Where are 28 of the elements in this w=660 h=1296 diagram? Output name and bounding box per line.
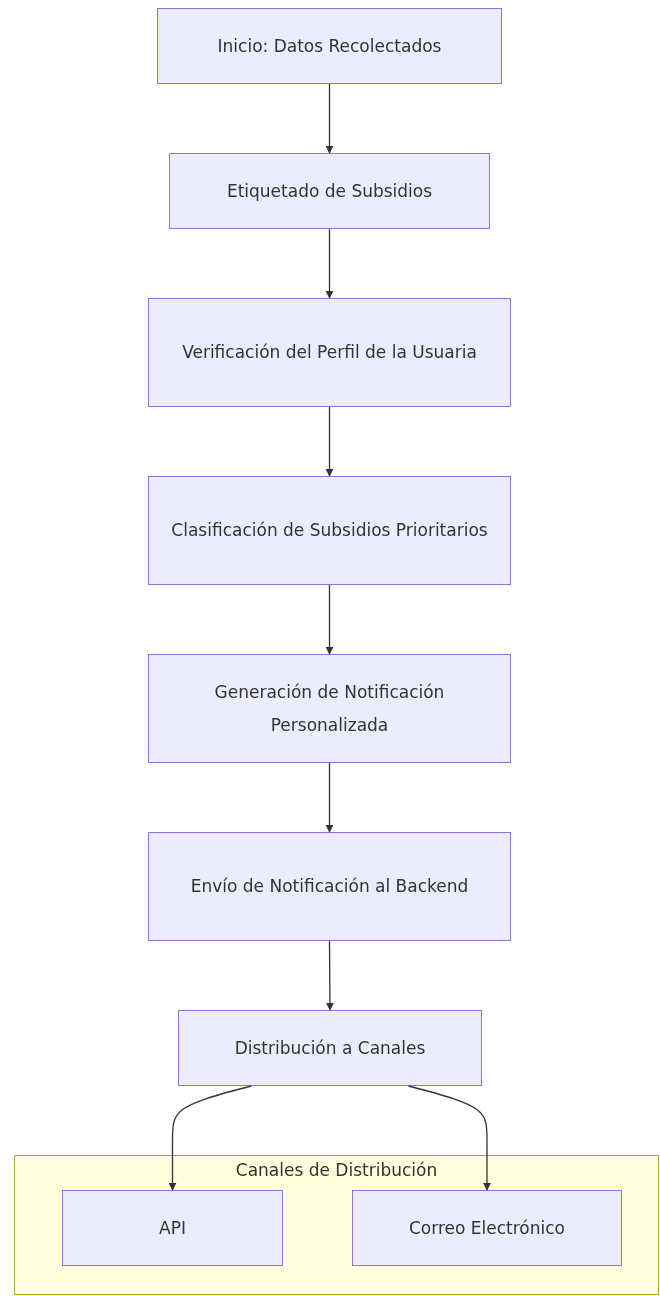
process-box [148, 298, 511, 407]
process-box [148, 476, 511, 585]
process-box [62, 1190, 283, 1266]
arrow [407, 1085, 491, 1191]
process-box [169, 153, 490, 229]
node-label: Correo Electrónico [407, 1216, 566, 1240]
arrow [325, 83, 334, 154]
arrow [325, 228, 334, 299]
node-label: Etiquetado de Subsidios [225, 179, 434, 203]
node-label: Clasificación de Subsidios Prioritarios [170, 519, 489, 542]
arrow [325, 406, 334, 477]
node-label: Generación de Notificación Personalizada [213, 680, 446, 737]
process-box [148, 654, 511, 763]
arrow [325, 762, 334, 833]
node-label: API [158, 1216, 187, 1240]
group-title: Canales de Distribución [234, 1159, 439, 1180]
node-label: Verificación del Perfil de la Usuaria [181, 341, 478, 364]
node-label: Inicio: Datos Recolectados [216, 34, 443, 58]
node-label: Distribución a Canales [233, 1036, 427, 1060]
group-container [14, 1155, 659, 1295]
process-box [352, 1190, 622, 1266]
arrow [325, 584, 334, 655]
process-box [148, 832, 511, 941]
arrow [168, 1085, 252, 1191]
process-box [178, 1010, 482, 1086]
arrow [325, 940, 334, 1011]
process-box [157, 8, 502, 84]
node-label: Envío de Notificación al Backend [189, 875, 470, 898]
